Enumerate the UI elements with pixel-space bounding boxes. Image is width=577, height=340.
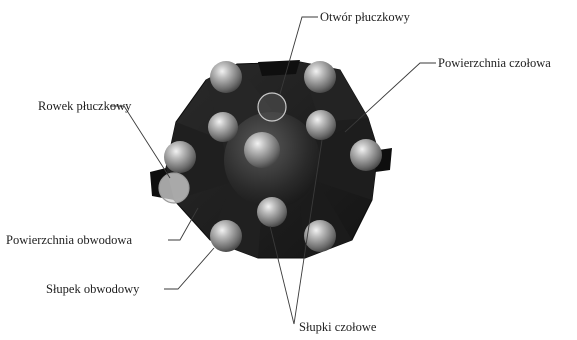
label-flushing-groove: Rowek płuczkowy [38, 99, 132, 113]
label-gauge-surface: Powierzchnia obwodowa [6, 233, 132, 247]
gauge-button [210, 220, 242, 252]
label-face-buttons: Słupki czołowe [299, 320, 377, 334]
flushing-hole-marker [258, 93, 286, 121]
label-gauge-button: Słupek obwodowy [46, 282, 140, 296]
gauge-button [304, 61, 336, 93]
gauge-button [210, 61, 242, 93]
flushing-groove-shape [258, 60, 300, 76]
label-face-surface: Powierzchnia czołowa [438, 56, 551, 70]
leader-gauge-button [164, 248, 214, 289]
gauge-button [164, 141, 196, 173]
face-button [208, 112, 238, 142]
gauge-button [350, 139, 382, 171]
face-button [257, 197, 287, 227]
label-flushing-hole: Otwór płuczkowy [320, 10, 411, 24]
leader-flushing-groove [110, 106, 170, 178]
face-button [244, 132, 280, 168]
face-button [306, 110, 336, 140]
flushing-groove-marker [159, 173, 189, 203]
